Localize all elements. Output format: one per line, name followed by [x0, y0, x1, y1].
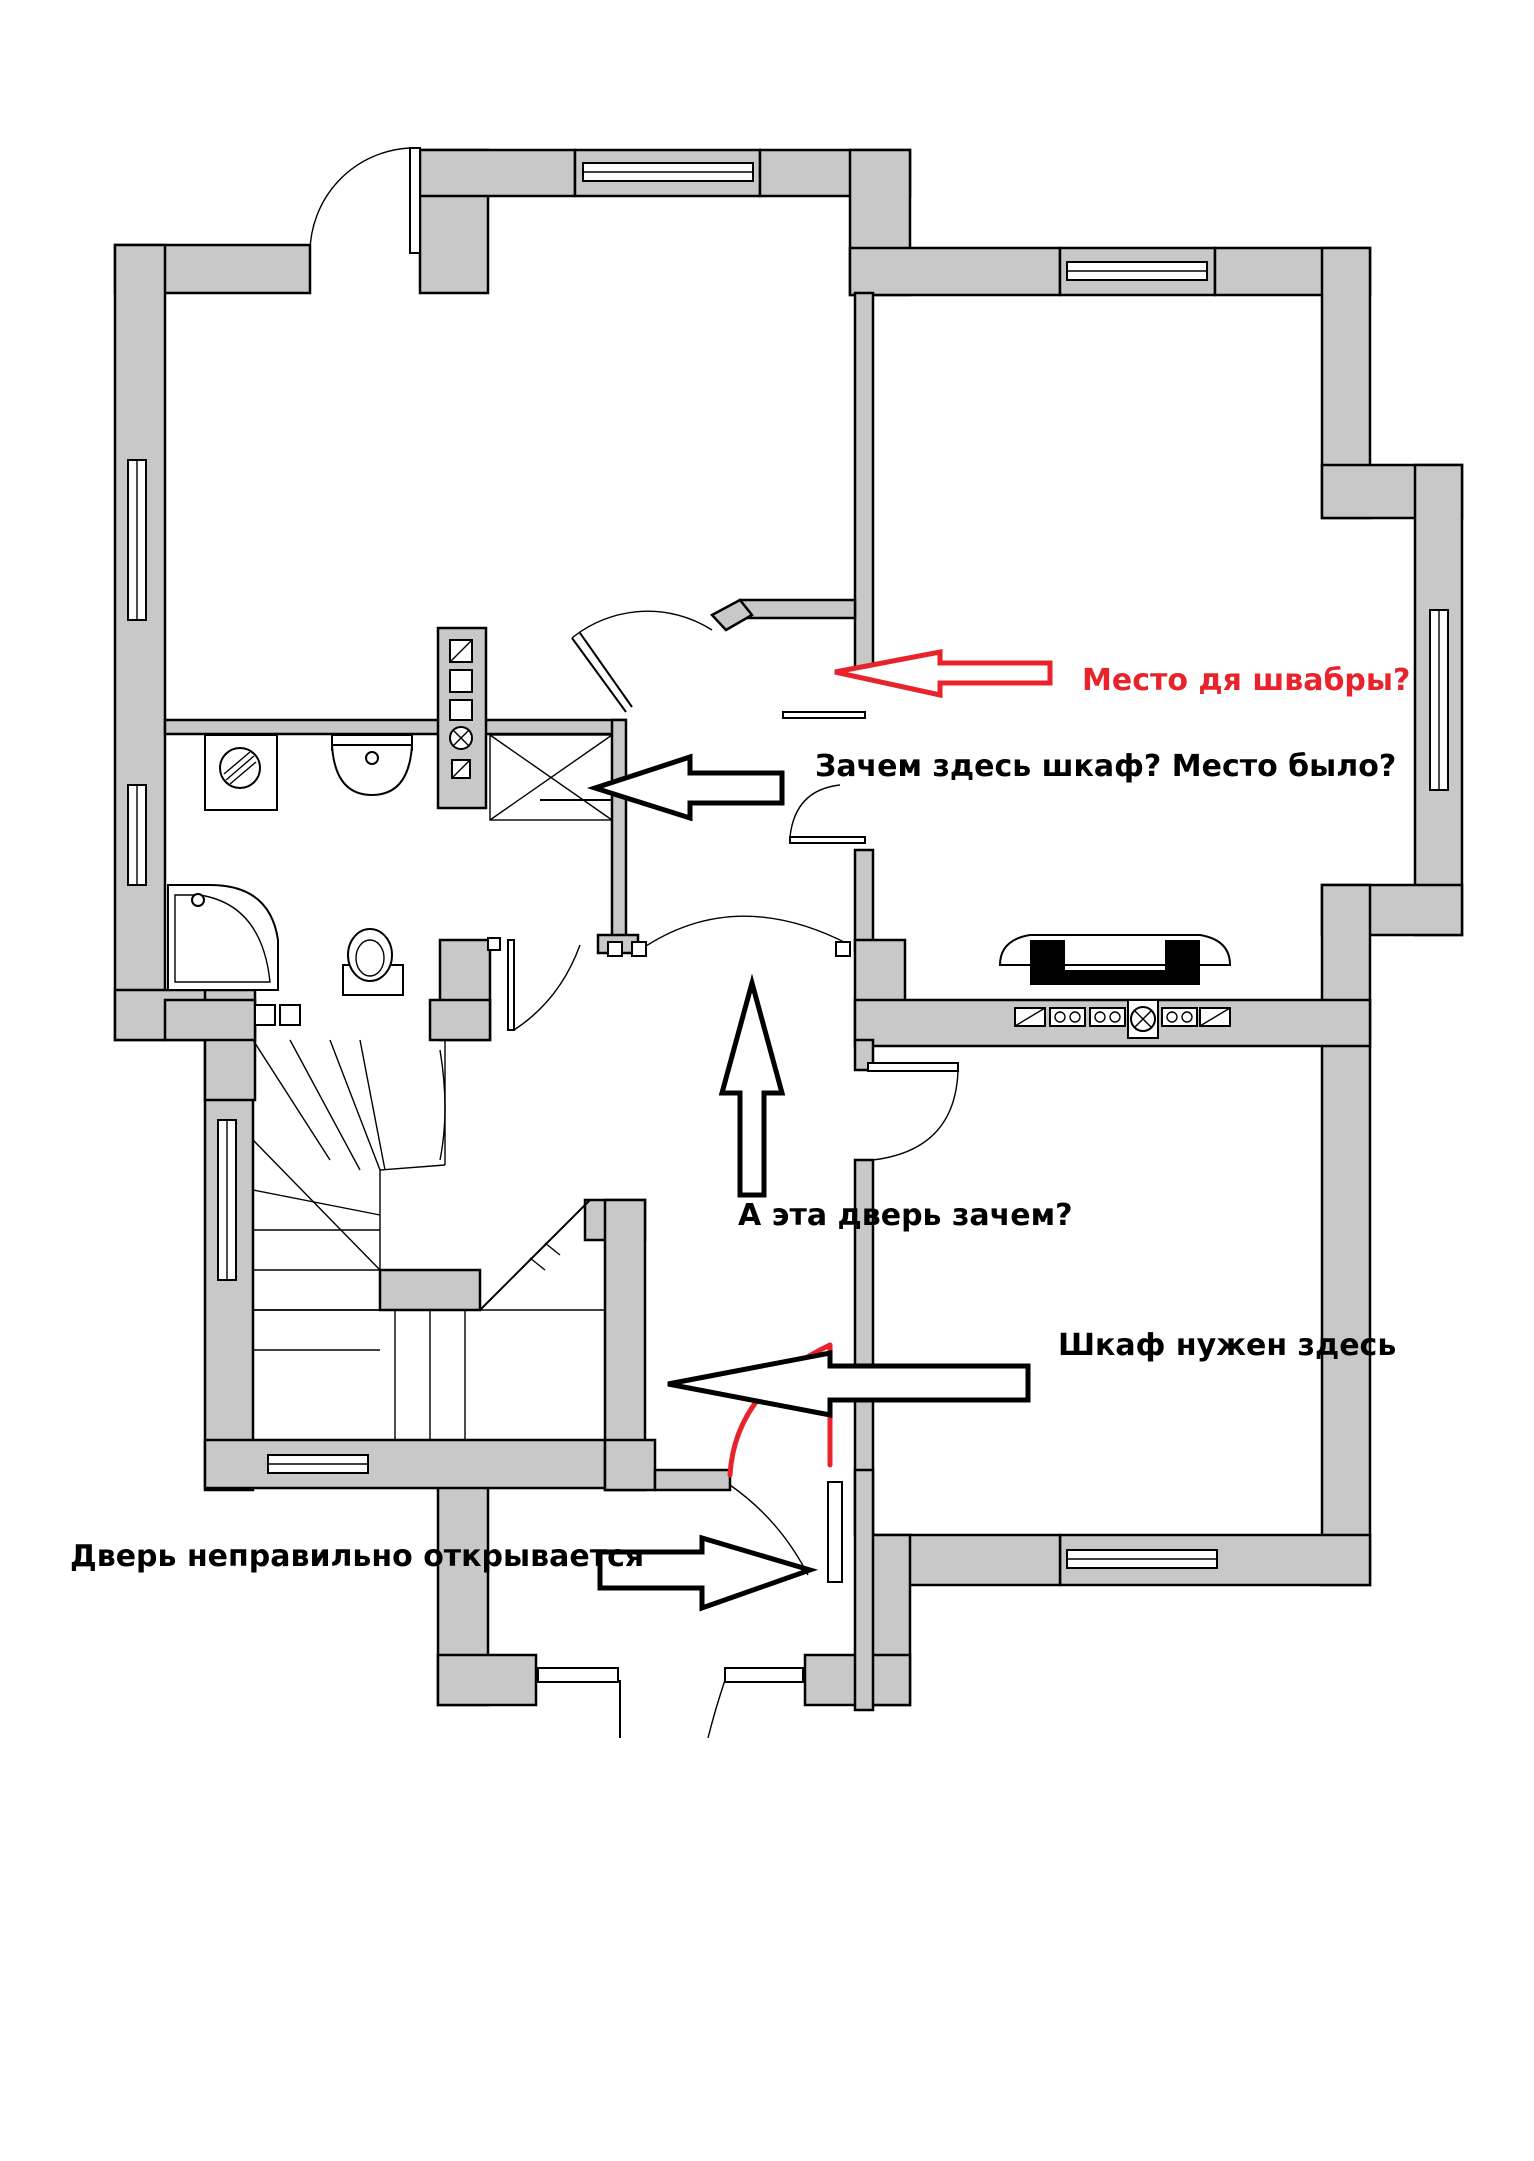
- note-mop-place: Место дя швабры?: [1082, 663, 1410, 698]
- windows: [127, 162, 1449, 1683]
- interior-walls: [163, 291, 1372, 1712]
- outer-walls: [113, 148, 1464, 1707]
- annotation-notes: Место дя швабры? Зачем здесь шкаф? Место…: [70, 663, 1410, 1574]
- fixtures: [167, 639, 1232, 1039]
- note-why-door: А эта дверь зачем?: [738, 1198, 1073, 1233]
- arrow-left-closet-here: [667, 1349, 1031, 1419]
- annotation-arrows: [586, 648, 1053, 1612]
- arrow-left-closet: [586, 753, 785, 822]
- stairs: [252, 1039, 605, 1440]
- arrow-right-door: [597, 1534, 819, 1612]
- red-arrow-left: [834, 648, 1053, 699]
- note-door-wrong: Дверь неправильно открывается: [70, 1539, 644, 1574]
- note-closet-here: Шкаф нужен здесь: [1058, 1328, 1396, 1363]
- note-why-closet: Зачем здесь шкаф? Место было?: [815, 749, 1396, 784]
- doors: [309, 147, 959, 1739]
- arrow-up-door: [718, 973, 786, 1198]
